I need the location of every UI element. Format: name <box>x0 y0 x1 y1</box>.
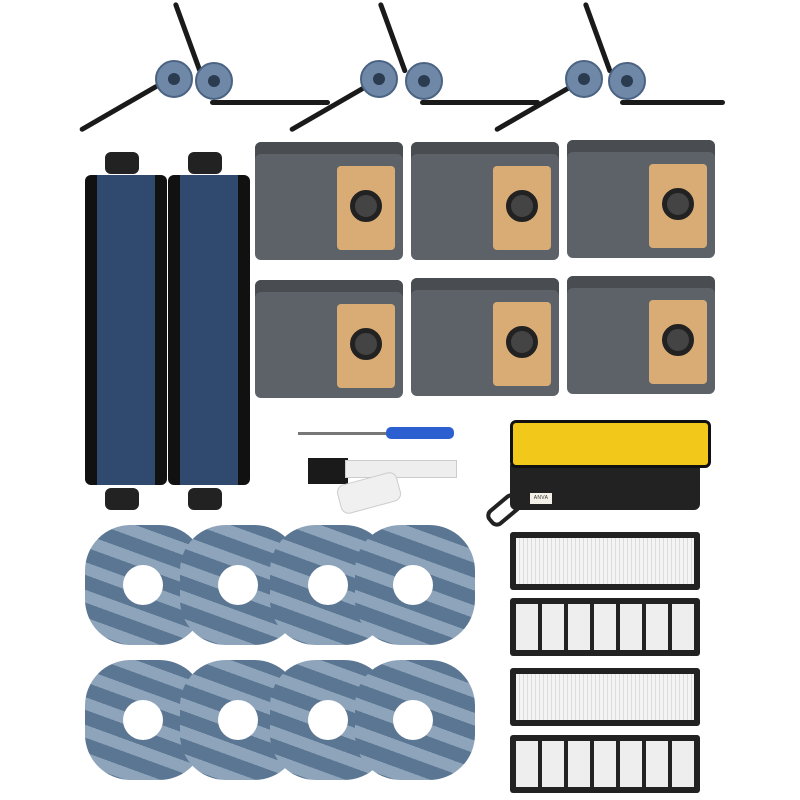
cloth-label: ANVA <box>530 493 552 504</box>
